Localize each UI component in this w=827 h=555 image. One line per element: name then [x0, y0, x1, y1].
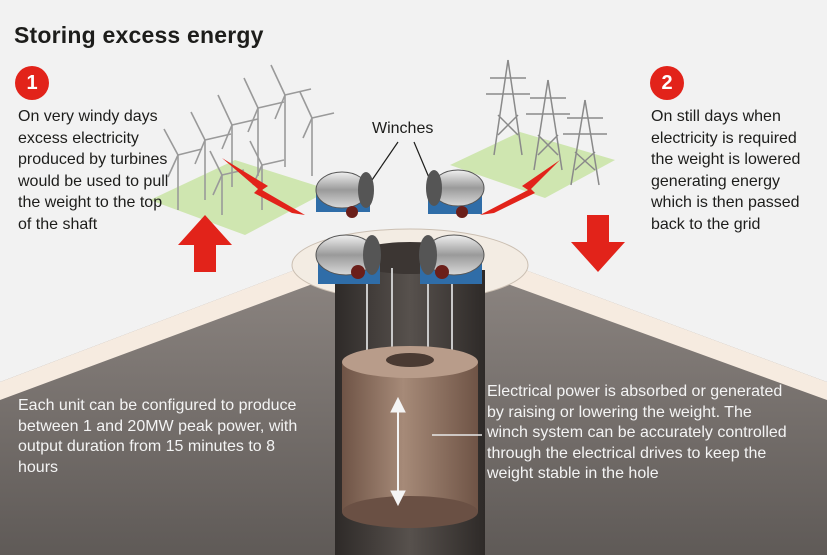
step-2-text: On still days when electricity is requir… [651, 108, 801, 233]
winch-label-lines [371, 141, 431, 181]
step-2-badge: 2 [650, 66, 684, 100]
step-1-badge: 1 [15, 66, 49, 100]
arrow-down-icon [571, 215, 625, 272]
capacity-note: Each unit can be configured to produce b… [18, 397, 298, 476]
step-1-text: On very windy days excess electricity pr… [18, 108, 169, 233]
winch-bottom-left [315, 234, 381, 284]
operation-note: Electrical power is absorbed or generate… [487, 383, 787, 482]
winch-bottom-right [419, 234, 485, 284]
grass-right [450, 132, 615, 198]
winch-top-right [426, 169, 485, 218]
page-title: Storing excess energy [14, 22, 264, 48]
weight-motion-arrow [390, 396, 406, 507]
lightning-bolt-left [222, 158, 305, 215]
winches-label: Winches [372, 120, 434, 137]
lightning-bolt-right [480, 160, 560, 215]
winch-top-left [315, 171, 374, 218]
weight [342, 346, 478, 528]
power-pylons [486, 59, 607, 186]
grass-left [150, 160, 330, 235]
arrow-up-icon [178, 215, 232, 272]
wind-turbines [163, 64, 335, 215]
